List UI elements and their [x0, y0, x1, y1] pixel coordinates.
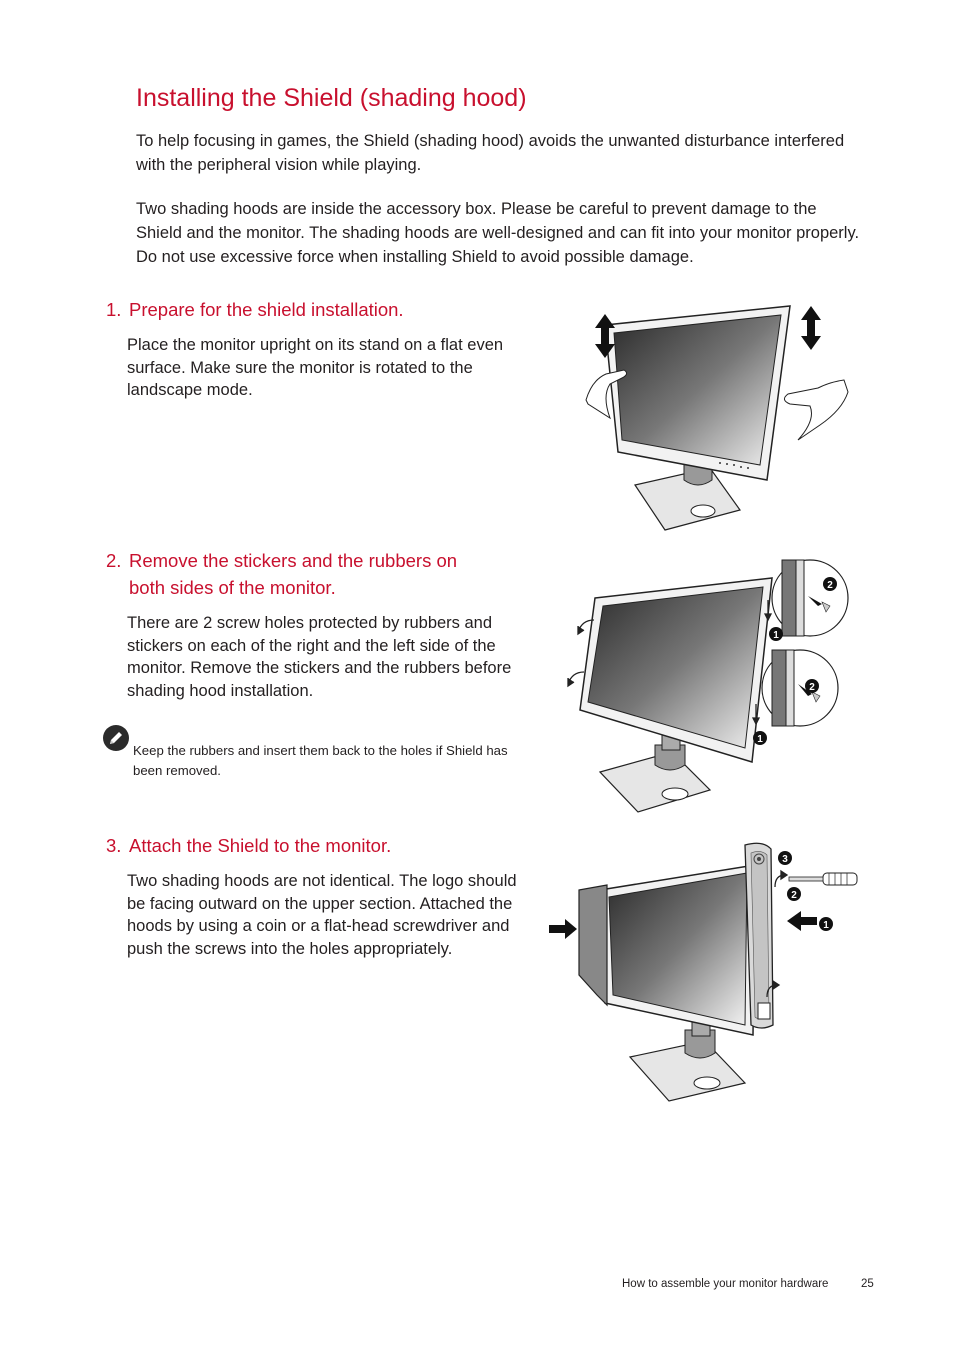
footer-section-title: How to assemble your monitor hardware [622, 1278, 829, 1290]
callout-1-label: 1 [773, 630, 779, 641]
shield-hood-right [744, 842, 774, 1029]
monitor-illustration [599, 864, 756, 1036]
intro-paragraph-1: To help focusing in games, the Shield (s… [136, 132, 845, 174]
monitor-illustration [604, 305, 791, 481]
note-text: Keep the rubbers and insert them back to… [133, 743, 508, 778]
step-3-number: 3. [106, 835, 122, 856]
step-2-body: There are 2 screw holes protected by rub… [127, 614, 512, 700]
callout-2-label: 2 [809, 682, 815, 693]
step-1-number: 1. [106, 299, 122, 320]
push-arrow-icon [787, 911, 817, 931]
rotate-arrow-icon [567, 619, 595, 688]
step-2-number: 2. [106, 550, 122, 571]
step-2-heading: 2. Remove the stickers and the rubbers on… [106, 547, 526, 601]
callout-2-label: 2 [791, 890, 797, 901]
step-2-figure: 2 2 1 1 [567, 559, 849, 813]
vertical-arrow-icon [801, 306, 821, 350]
step-1-heading-text: Prepare for the shield installation. [129, 299, 404, 320]
callout-3-label: 3 [782, 854, 788, 865]
zoom-detail-top: 2 [771, 559, 849, 637]
page-number: 25 [861, 1278, 874, 1290]
callout-1-label: 1 [823, 920, 829, 931]
callout-2-label: 2 [827, 580, 833, 591]
monitor-illustration [579, 577, 773, 763]
arrow-down-icon [751, 600, 773, 726]
step-1-figure [585, 305, 849, 531]
zoom-detail-bottom: 2 [761, 649, 839, 727]
screwdriver-icon [788, 872, 858, 886]
rotate-arrow-icon [766, 869, 789, 998]
step-1-body: Place the monitor upright on its stand o… [127, 336, 504, 399]
page-title: Installing the Shield (shading hood) [136, 84, 527, 112]
vertical-arrow-icon [595, 314, 615, 358]
step-3-body: Two shading hoods are not identical. The… [127, 872, 517, 958]
shield-logo-icon [753, 853, 765, 865]
callout-1-label: 1 [757, 734, 763, 745]
step-3-heading-text: Attach the Shield to the monitor. [129, 835, 392, 856]
note-pencil-icon [103, 725, 129, 751]
hand-icon [585, 369, 849, 441]
step-3-figure: 1 3 2 [549, 842, 858, 1102]
shield-hood-left [578, 884, 608, 1007]
intro-paragraph-2: Two shading hoods are inside the accesso… [136, 200, 860, 266]
step-2-heading-line-2: both sides of the monitor. [129, 577, 336, 598]
push-arrow-icon [549, 919, 577, 939]
step-3-heading: 3. Attach the Shield to the monitor. [106, 832, 526, 859]
stand-base [598, 709, 712, 813]
step-1-heading: 1. Prepare for the shield installation. [106, 296, 526, 323]
step-2-heading-line-1: Remove the stickers and the rubbers on [129, 550, 458, 571]
